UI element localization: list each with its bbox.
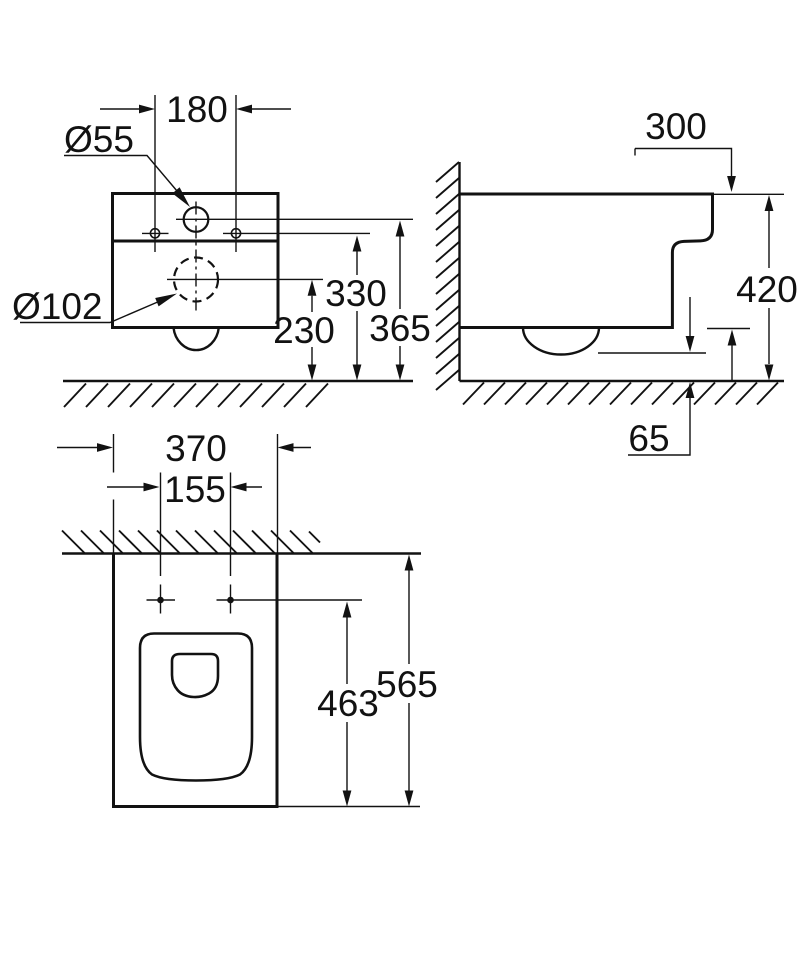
dim-300-line: [634, 147, 733, 177]
dim-565-arrow-bottom: [404, 790, 414, 807]
dim-365-arrow-bottom: [395, 364, 405, 381]
dim-180-arrow-left: [139, 104, 155, 114]
dim-565-arrow-top: [404, 554, 414, 571]
dim-label-65: 65: [628, 418, 669, 459]
dim-370-arrow-right: [277, 443, 294, 452]
side-view: 300 420 65: [435, 106, 798, 459]
clearance-arrow-down: [685, 336, 695, 352]
dim-label-300: 300: [645, 106, 707, 147]
hole-label-102: Ø102: [12, 286, 103, 327]
plan-view: 370 155 463 565: [57, 428, 438, 808]
bowl-outline: [138, 632, 254, 782]
side-floor-hatch: [462, 381, 779, 406]
hole-102-leader-arrow: [155, 293, 177, 307]
seat-hole-v-ticks: [159, 584, 232, 614]
dim-155-arrow-left: [143, 482, 160, 492]
dim-330-arrow-bottom: [352, 364, 362, 381]
dim-155-arrow-right: [230, 482, 247, 492]
side-trap-outline: [521, 327, 601, 356]
dim-label-365: 365: [369, 308, 431, 349]
hole-102-leader: [20, 300, 161, 324]
dim-230-arrow-bottom: [307, 364, 317, 381]
dim-230-arrow-top: [307, 279, 317, 296]
front-floor-hatch: [63, 382, 329, 408]
dim-65-arrow-up: [685, 382, 695, 398]
dim-155-extensions: [159, 472, 232, 576]
front-body-outline: [111, 192, 280, 329]
front-view: 180 Ø55 Ø102 230 330 365: [12, 89, 431, 408]
dim-463-arrow-bottom: [342, 790, 352, 807]
dim-label-370: 370: [165, 428, 227, 469]
dim-label-155: 155: [164, 469, 226, 510]
dim-label-463: 463: [317, 683, 379, 724]
dim-label-330: 330: [325, 273, 387, 314]
hole-55-leader: [64, 154, 181, 195]
dim-label-420: 420: [736, 269, 798, 310]
dim-370-arrow-left: [97, 443, 113, 452]
dim-label-180: 180: [166, 89, 228, 130]
dim-65-leader: [628, 398, 691, 456]
dim-420-arrow-top: [764, 195, 774, 211]
side-wall-hatch: [435, 161, 460, 391]
plan-wall-hatch: [61, 529, 321, 555]
front-trap-outline: [172, 327, 220, 352]
plan-body-outline: [112, 553, 279, 808]
hole-55-leader-arrow: [172, 187, 190, 207]
body-bottom-arrow-up: [727, 329, 737, 346]
dim-365-arrow-top: [395, 220, 405, 237]
side-body-outline: [459, 192, 714, 329]
dim-420-arrow-bottom: [764, 364, 774, 381]
dim-300-arrow: [727, 176, 736, 192]
dim-463-arrow-top: [342, 601, 352, 618]
dim-label-230: 230: [273, 310, 335, 351]
spout-outline: [170, 652, 220, 699]
dim-370-extensions: [112, 434, 279, 553]
hole-label-55: Ø55: [64, 119, 134, 160]
dim-180-arrow-right: [236, 104, 252, 114]
dim-330-arrow-top: [352, 235, 362, 252]
dim-label-565: 565: [376, 664, 438, 705]
